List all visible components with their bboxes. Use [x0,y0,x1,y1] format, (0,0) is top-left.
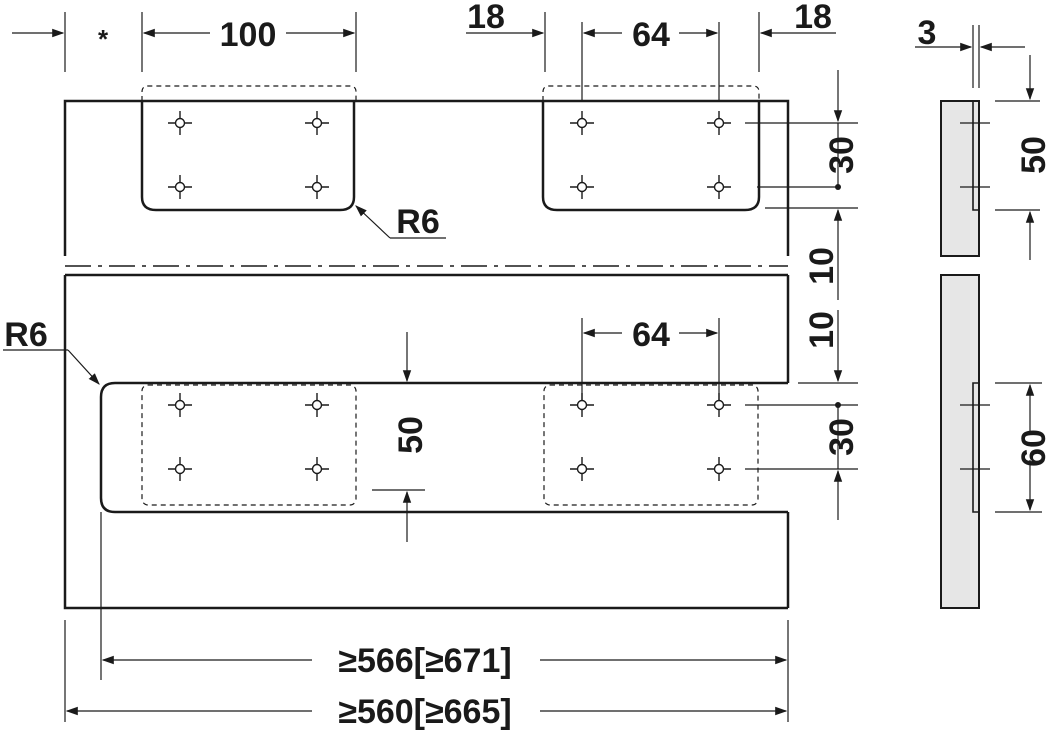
drill-hole [570,457,594,481]
top-right-recess [541,101,761,212]
dim-50-side: 50 [1015,136,1050,174]
dim-3: 3 [918,14,937,52]
drill-hole [707,393,731,417]
drill-hole [707,457,731,481]
dim-100: 100 [220,16,277,54]
bottom-panel [63,273,790,610]
dim-64-top: 64 [632,16,670,54]
side-view [940,100,980,609]
dim-60-side: 60 [1015,429,1050,467]
drill-hole [305,111,329,135]
drill-hole [168,457,192,481]
dimension-labels: * 100 18 64 18 3 R6 R6 64 30 10 10 30 50… [4,0,1050,730]
dim-total-566: ≥566[≥671] [338,642,511,680]
dim-30-top: 30 [823,136,861,174]
drill-hole [305,393,329,417]
top-left-recess [140,101,356,212]
dim-18-right: 18 [794,0,832,36]
drill-holes [168,111,731,481]
dim-64-bottom: 64 [632,316,670,354]
drill-hole [305,175,329,199]
dim-total-560: ≥560[≥665] [338,693,511,730]
dim-r6-left: R6 [4,316,47,354]
drill-hole [707,175,731,199]
dimension-lines [3,12,1042,722]
drill-hole [168,175,192,199]
drill-hole [570,111,594,135]
drill-hole [570,175,594,199]
dim-10-top: 10 [803,247,841,285]
dim-18-left: 18 [467,0,505,36]
top-panel [63,85,790,256]
dim-star: * [98,24,109,54]
drill-hole [707,111,731,135]
bottom-right-hidden-recess [543,384,759,506]
dim-10-bottom: 10 [803,311,841,349]
drill-hole [168,111,192,135]
dim-50-groove: 50 [392,416,430,454]
bottom-left-hidden-recess [141,384,357,506]
drill-hole [168,393,192,417]
dim-30-bottom: 30 [823,418,861,456]
drill-hole [305,457,329,481]
dim-r6-top: R6 [396,203,439,241]
bottom-groove [99,381,788,514]
